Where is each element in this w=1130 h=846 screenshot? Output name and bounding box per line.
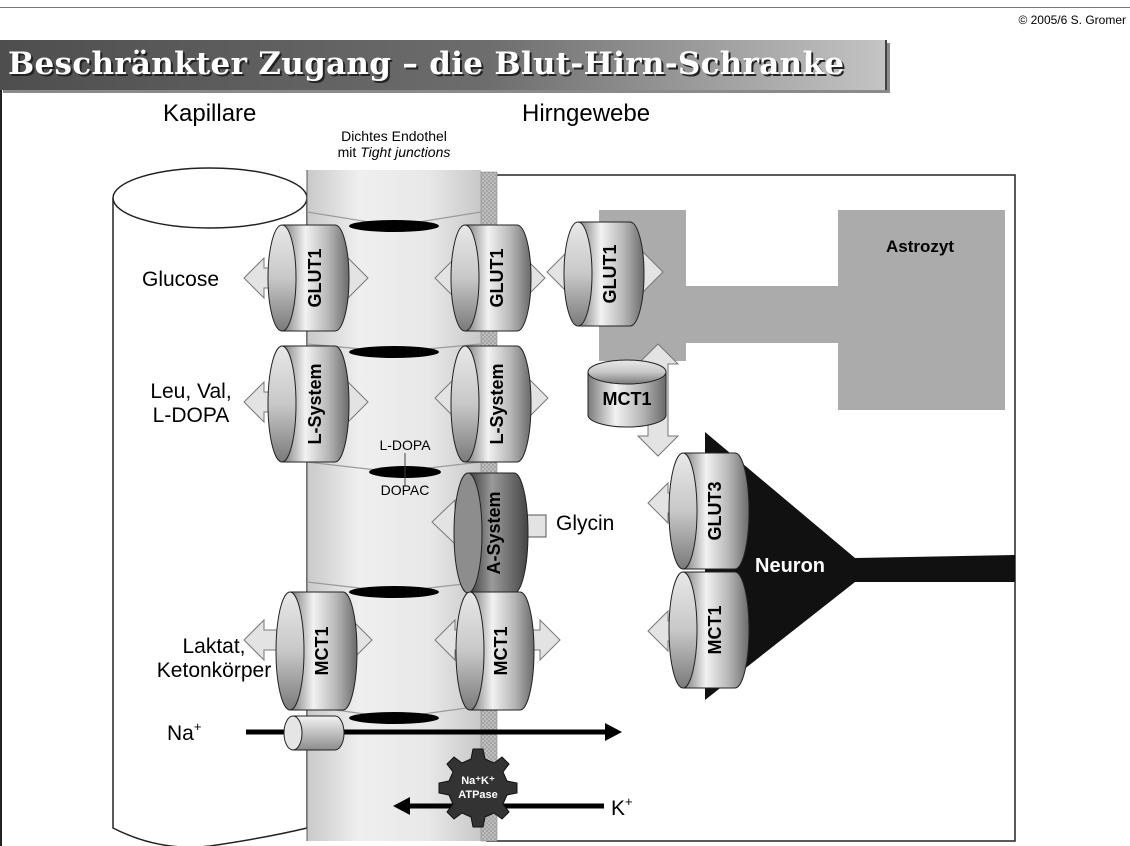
laktat-label: Laktat, Ketonkörper [154,635,274,683]
glut1-astrocyte-label: GLUT1 [600,244,620,303]
glycin-label: Glycin [556,512,614,536]
capillary-opening [113,168,307,228]
atpase-label-line1: Na⁺K⁺ [461,775,495,787]
mct1-astrocyte-label: MCT1 [603,389,652,409]
ldopa-label: L-DOPA [379,437,431,453]
glut1-capillary-label: GLUT1 [305,248,325,307]
neuron-label: Neuron [755,555,825,577]
mct1-capillary-label: MCT1 [312,627,332,676]
ketonkoerper-line: Ketonkörper [154,659,274,683]
astrocyte-label: Astrozyt [886,237,954,256]
mct1-brain-label: MCT1 [491,627,511,676]
glucose-label: Glucose [142,268,219,292]
atpase-label-line2: ATPase [458,789,498,801]
laktat-line: Laktat, [154,635,274,659]
ldopa-line: L-DOPA [138,404,244,428]
lsystem-brain-label: L-System [487,363,507,444]
lsystem-capillary-label: L-System [305,363,325,444]
asystem-label: A-System [484,491,504,574]
glut3-label: GLUT3 [705,481,725,540]
glut1-brain-label: GLUT1 [487,248,507,307]
atpase-gear-icon [439,749,517,827]
dopac-label: DOPAC [381,482,430,498]
leu-val-ldopa-label: Leu, Val, L-DOPA [138,380,244,428]
na-channel [284,716,344,750]
leu-val-line: Leu, Val, [138,380,244,404]
glycin-arrow [527,515,546,537]
mct1-neuron-label: MCT1 [705,606,725,655]
